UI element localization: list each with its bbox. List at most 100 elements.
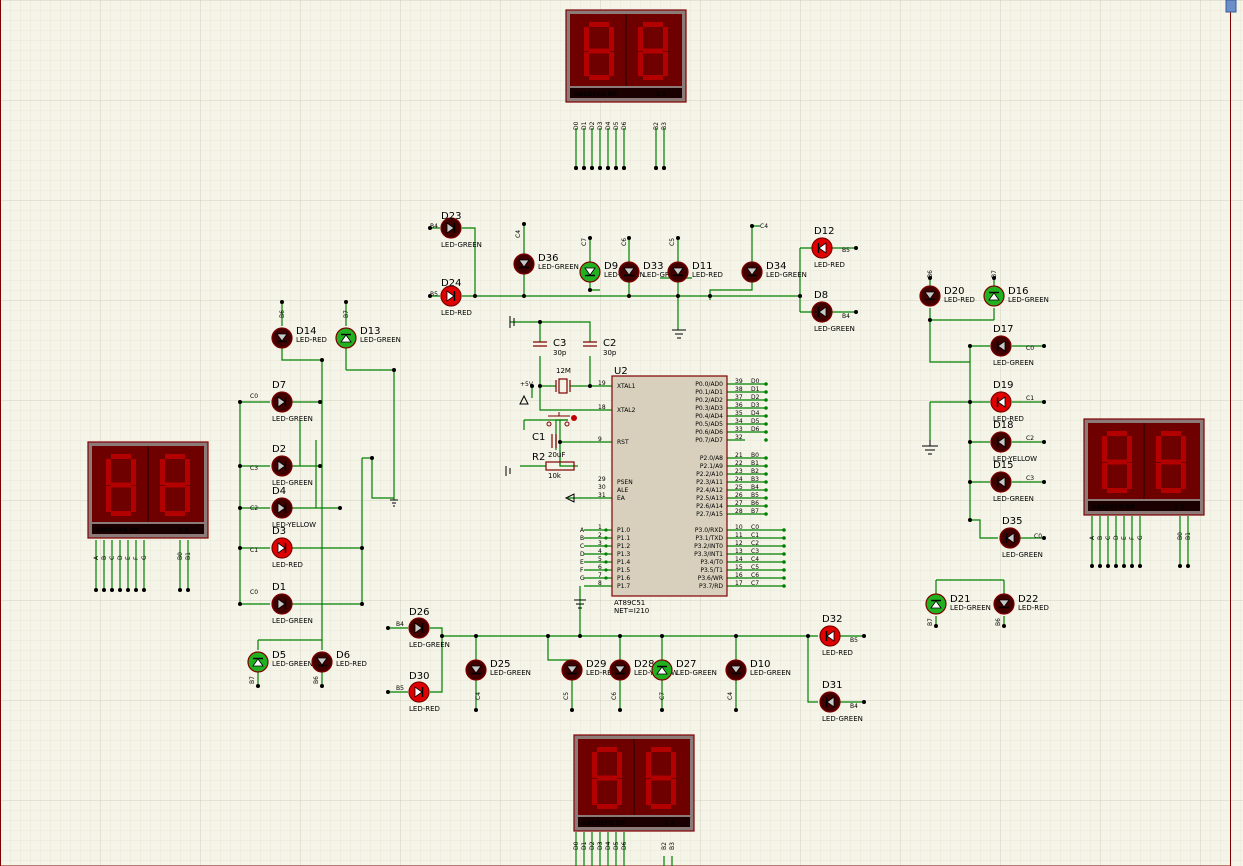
led-type: LED-GREEN [538, 263, 579, 271]
led-type: LED-RED [944, 296, 975, 304]
display-segment [663, 52, 668, 76]
wire-node [588, 384, 592, 388]
led-ref: D12 [814, 226, 834, 237]
mcu-pin-number: 11 [735, 532, 743, 539]
led-ref: D22 [1018, 594, 1038, 605]
display-pin-net-label: G [1137, 535, 1144, 540]
resistor-r2[interactable] [545, 461, 575, 471]
wire-node [338, 506, 342, 510]
pin-endpoint [604, 544, 608, 548]
display-segment [1156, 463, 1161, 489]
pin-endpoint [604, 552, 608, 556]
capacitor-c1[interactable] [551, 434, 557, 448]
display-pin-net-label: E [125, 556, 132, 560]
display-pin-net-label: B [101, 556, 108, 560]
led-net-label: C1 [250, 547, 258, 554]
reset-button[interactable] [546, 412, 570, 427]
led-type: LED-GREEN [272, 660, 313, 668]
display-segment [1181, 436, 1186, 462]
display-segment [592, 779, 597, 805]
mcu-body[interactable] [611, 375, 728, 597]
pin-endpoint [782, 552, 786, 556]
mcu-pin-net-label: C0 [751, 524, 759, 531]
diode-symbol [446, 222, 456, 234]
pin-endpoint [764, 488, 768, 492]
capacitor-c3[interactable] [533, 341, 547, 347]
led-net-label: C0 [250, 589, 258, 596]
mcu-pin-name: P2.1/A9 [700, 463, 723, 470]
wire-node [618, 708, 622, 712]
diode-symbol [996, 340, 1006, 352]
led-ref: D4 [272, 486, 286, 497]
wire-node [627, 294, 631, 298]
led-type: LED-GREEN [950, 604, 991, 612]
diode-symbol [276, 333, 288, 343]
pin-endpoint [1178, 564, 1182, 568]
pin-endpoint [662, 166, 666, 170]
mcu-pin-name: P1.0 [617, 527, 630, 534]
pin-endpoint [606, 166, 610, 170]
pin-endpoint [118, 588, 122, 592]
wire-node [992, 276, 996, 280]
mcu-pin-name: P0.3/AD3 [695, 405, 723, 412]
mcu-pin-number: 18 [598, 404, 606, 411]
mcu-pin-net-label: C2 [751, 540, 759, 547]
mcu-pin-name: P2.3/A11 [696, 479, 723, 486]
led-ref: D10 [750, 659, 770, 670]
wire-node [538, 320, 542, 324]
led-net-label: C0 [1026, 345, 1034, 352]
mcu-pin-net-label: G [580, 575, 585, 582]
wire-node [320, 358, 324, 362]
mcu-pin-number: 36 [735, 402, 743, 409]
led-ref: D8 [814, 290, 828, 301]
capacitor-c2[interactable] [583, 341, 597, 347]
pin-endpoint [1098, 564, 1102, 568]
diode-symbol [817, 306, 827, 318]
led-ref: D7 [272, 380, 286, 391]
display-segment [646, 752, 651, 778]
crystal[interactable] [555, 378, 571, 394]
reset-button-indicator[interactable] [571, 415, 577, 421]
display-pin-net-label: D3 [597, 121, 604, 130]
